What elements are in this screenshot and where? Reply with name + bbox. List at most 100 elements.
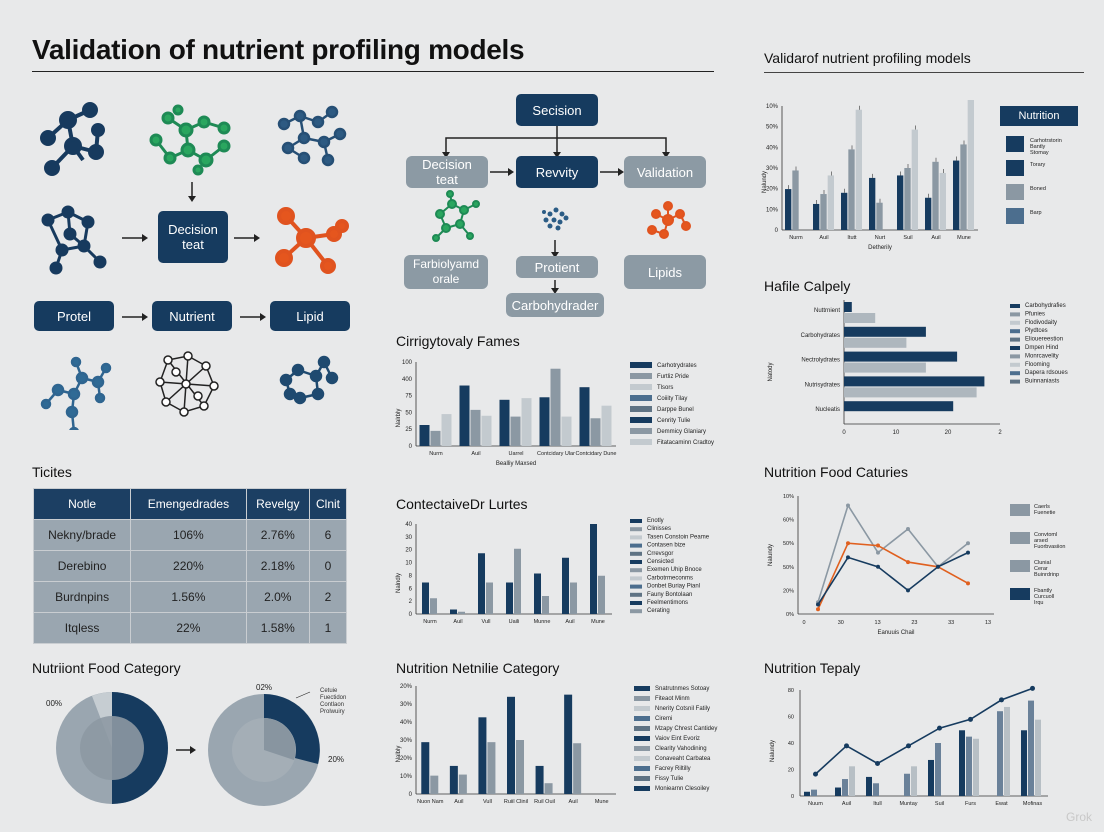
y-tick-label: 10% <box>400 774 413 780</box>
x-tick-label: Contcidary Ular <box>537 451 575 457</box>
x-tick-label: Uaili <box>509 619 520 625</box>
legend-label: Flodivodaity <box>1025 320 1057 326</box>
legend-swatch <box>630 439 652 445</box>
data-point <box>968 716 973 722</box>
data-point <box>816 602 820 607</box>
bar <box>925 197 932 230</box>
y-tick-label: 50% <box>783 541 794 547</box>
x-tick-label: 13 <box>875 620 881 626</box>
x-tick-label: Munne <box>534 619 551 625</box>
chart-c3-title: Nutrition Netnilie Category <box>396 660 560 676</box>
legend-label: Demmicy Glaniary <box>657 429 706 435</box>
revvity-node: Revvity <box>516 156 598 188</box>
legend-label: Cenrity Tulie <box>657 418 691 424</box>
pie-title: Nutriiont Food Category <box>32 660 181 676</box>
table-cell: 1.58% <box>245 612 311 644</box>
bar <box>928 759 934 796</box>
decision-test-node: Decision teat <box>406 156 488 188</box>
legend-label: Monrcavelity <box>1025 353 1059 359</box>
legend-swatch <box>634 726 650 731</box>
legend-label: Fissy Tulie <box>655 776 684 782</box>
legend-swatch <box>630 527 642 532</box>
chart-r2-title: Hafile Calpely <box>764 278 851 294</box>
x-tick-label: Uarrel <box>509 451 524 457</box>
table-cell: Nekny/brade <box>32 519 132 551</box>
x-tick-label: 13 <box>985 620 991 626</box>
legend-swatch <box>1010 354 1020 359</box>
table-cell: 22% <box>130 612 247 644</box>
table-cell: 2.0% <box>245 581 311 613</box>
legend-label: Buinrdrinp <box>1034 572 1059 578</box>
legend-swatch <box>630 609 642 614</box>
x-tick-label: Vull <box>482 619 491 625</box>
legend-swatch <box>630 362 652 368</box>
x-tick-label: Itull <box>873 801 882 807</box>
bar <box>904 168 911 230</box>
secision-node: Secision <box>516 94 598 126</box>
data-point <box>937 725 942 731</box>
bar <box>844 302 852 312</box>
legend-swatch <box>1010 504 1030 516</box>
data-point <box>875 761 880 766</box>
legend-swatch <box>1010 337 1020 342</box>
legend-label: Pfunies <box>1025 311 1045 317</box>
legend-swatch <box>630 584 642 589</box>
arrow-head <box>254 234 260 242</box>
y-tick-label: 20 <box>405 548 412 554</box>
legend-swatch <box>1010 560 1030 572</box>
legend-title-box: Nutrition <box>1000 106 1078 126</box>
legend-label: Ciremi <box>655 716 672 722</box>
chart-r3-title: Nutrition Food Caturies <box>764 464 908 480</box>
x-tick-label: 33 <box>948 620 954 626</box>
legend-swatch <box>1010 532 1030 544</box>
legend-label: Barp <box>1030 210 1042 216</box>
legend-label: Fuorbvasiion <box>1034 544 1066 550</box>
bar <box>844 351 958 362</box>
table-cell: 2 <box>309 581 347 613</box>
y-tick-label: 10% <box>766 207 779 213</box>
y-tick-label: 6 <box>409 586 413 592</box>
bar <box>430 775 439 794</box>
data-point <box>906 588 910 593</box>
table-title: Ticites <box>32 464 72 480</box>
pie-label: 20% <box>328 755 344 764</box>
bar <box>430 598 437 614</box>
legend-swatch <box>630 428 652 434</box>
series-line <box>817 503 969 603</box>
y-tick-label: 20% <box>783 588 794 594</box>
trend-line <box>814 687 1033 775</box>
data-point <box>906 743 911 749</box>
bar <box>1021 730 1027 796</box>
table-cell: 2.76% <box>245 519 311 551</box>
flow-connectors <box>432 126 691 294</box>
y-tick-label: 0 <box>791 794 794 800</box>
bar <box>481 415 492 446</box>
lipid-node: Lipid <box>270 301 350 331</box>
legend-swatch <box>630 551 642 556</box>
table-header-cell: Revelgy <box>245 488 311 520</box>
x-tick-label: Nurm <box>429 451 443 457</box>
legend-label: Bantly <box>1030 144 1046 150</box>
y-axis-label: Nalundy <box>770 740 776 762</box>
x-tick-label: Vull <box>483 799 492 805</box>
x-tick-label: Auil <box>565 619 574 625</box>
legend-label: Facrey Riltilly <box>655 766 691 772</box>
x-tick-label: Auil <box>569 799 578 805</box>
y-tick-label: 80 <box>788 688 794 694</box>
x-tick-label: Mofinas <box>1023 801 1043 807</box>
x-tick-label: 2 <box>998 430 1002 436</box>
bar <box>844 313 876 323</box>
y-axis-label: Nalundy <box>768 544 774 566</box>
y-tick-label: 40% <box>400 720 413 726</box>
x-tick-label: Ruil Ouil <box>534 799 555 805</box>
legend-label: Fbantly <box>1034 588 1052 594</box>
node-label: Lipids <box>648 264 682 280</box>
table-header-cell: Notle <box>32 488 132 520</box>
validation-node: Validation <box>624 156 706 188</box>
legend-label: Furtliz Pride <box>657 374 690 380</box>
x-tick-label: Nurt <box>875 235 886 241</box>
